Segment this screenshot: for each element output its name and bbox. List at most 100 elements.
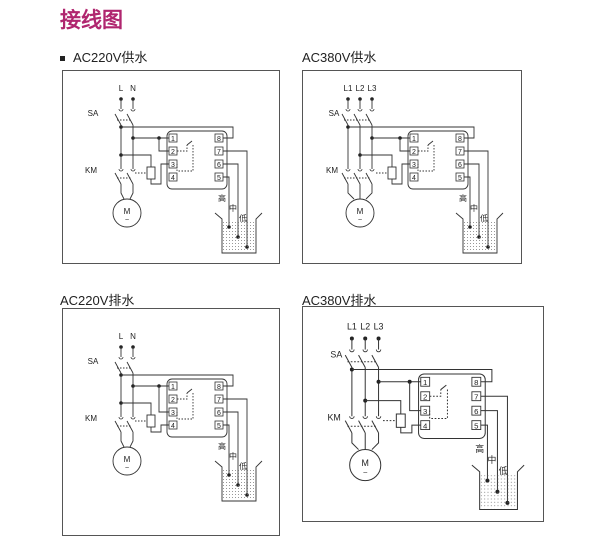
terminal-label-6: 6 bbox=[217, 410, 221, 417]
terminal-4 bbox=[409, 172, 419, 182]
level-label-high: 高 bbox=[218, 193, 226, 203]
motor-icon bbox=[345, 198, 375, 228]
terminal-label-2: 2 bbox=[412, 149, 416, 156]
probe-high-wire bbox=[223, 424, 230, 475]
motor-symbol: ~ bbox=[125, 217, 129, 224]
sa-switch-blade bbox=[365, 113, 373, 126]
water-tank bbox=[471, 464, 525, 511]
km-contact bbox=[118, 416, 124, 420]
level-label-high: 高 bbox=[475, 443, 484, 454]
terminal-label-2: 2 bbox=[171, 149, 175, 156]
switch-contact bbox=[357, 108, 363, 112]
terminal-label-3: 3 bbox=[423, 407, 427, 416]
page-title: 接线图 bbox=[60, 8, 123, 32]
terminal-label-7: 7 bbox=[474, 393, 478, 402]
km-contact-blade bbox=[114, 420, 122, 433]
water bbox=[480, 475, 517, 509]
terminal-label-4: 4 bbox=[412, 175, 416, 182]
coil-return-wire bbox=[150, 424, 169, 433]
terminal-label-3: 3 bbox=[412, 162, 416, 169]
km-contact bbox=[357, 168, 363, 172]
relay-internal bbox=[429, 389, 442, 397]
motor-label: M bbox=[124, 455, 131, 464]
diagram-title-ac380-drain: AC380V排水 bbox=[302, 293, 377, 308]
terminal-label-6: 6 bbox=[458, 162, 462, 169]
sa-label: SA bbox=[88, 109, 99, 118]
terminal-label-7: 7 bbox=[217, 397, 221, 404]
coil-return-wire bbox=[391, 163, 410, 185]
phase-label-0: L bbox=[119, 84, 124, 93]
wire-to-relay bbox=[409, 381, 421, 412]
motor-wire bbox=[129, 432, 134, 448]
sa-switch-blade bbox=[126, 361, 134, 374]
motor-icon bbox=[112, 446, 142, 476]
relay-contact bbox=[440, 384, 447, 390]
motor-icon bbox=[112, 198, 142, 228]
motor-symbol: ~ bbox=[363, 468, 368, 477]
switch-contact bbox=[375, 349, 382, 353]
controller-box bbox=[166, 130, 228, 190]
sa-label: SA bbox=[330, 349, 342, 359]
motor-wire bbox=[371, 432, 380, 450]
terminal-label-8: 8 bbox=[474, 378, 478, 387]
relay-internal bbox=[176, 145, 194, 172]
km-contact bbox=[369, 168, 375, 172]
relay-internal bbox=[177, 145, 188, 152]
terminal-label-3: 3 bbox=[171, 410, 175, 417]
probe-high-wire bbox=[480, 424, 488, 481]
sa-switch-blade bbox=[344, 354, 353, 368]
level-label-low: 低 bbox=[480, 213, 488, 223]
junction-dot bbox=[376, 379, 381, 384]
motor-icon bbox=[349, 449, 382, 482]
probe-high-wire bbox=[223, 176, 230, 227]
km-coil-icon bbox=[146, 166, 156, 180]
motor-symbol: ~ bbox=[358, 217, 362, 224]
probe-low-wire bbox=[480, 395, 508, 503]
terminal-2 bbox=[420, 391, 431, 402]
switch-contact bbox=[130, 108, 136, 112]
terminal-label-2: 2 bbox=[171, 397, 175, 404]
terminal-label-4: 4 bbox=[171, 423, 175, 430]
level-label-mid: 中 bbox=[229, 203, 237, 213]
terminal-label-1: 1 bbox=[423, 378, 427, 387]
diagram-title-ac220-drain: AC220V排水 bbox=[60, 293, 135, 308]
terminal-4 bbox=[168, 172, 178, 182]
phase-label-1: N bbox=[130, 84, 136, 93]
terminal-label-2: 2 bbox=[423, 393, 427, 402]
wire-to-relay bbox=[399, 138, 410, 152]
sa-switch-blade bbox=[114, 361, 122, 374]
junction-dot bbox=[131, 384, 135, 388]
terminal-label-1: 1 bbox=[412, 136, 416, 143]
phase-label-2: L3 bbox=[374, 322, 384, 332]
km-label: KM bbox=[85, 166, 97, 175]
coil-wire bbox=[360, 154, 393, 167]
bus-wire-to-8 bbox=[351, 369, 493, 383]
controller-box bbox=[166, 378, 228, 438]
switch-contact bbox=[118, 356, 124, 360]
terminal-label-4: 4 bbox=[423, 421, 428, 430]
level-label-high: 高 bbox=[459, 193, 467, 203]
phase-label-0: L bbox=[119, 332, 124, 341]
terminal-label-3: 3 bbox=[171, 162, 175, 169]
probe-low-wire bbox=[223, 150, 248, 247]
relay-internal bbox=[417, 145, 435, 172]
terminal-label-6: 6 bbox=[217, 162, 221, 169]
relay-contact bbox=[186, 140, 193, 146]
sa-switch-blade bbox=[371, 354, 379, 368]
terminal-label-8: 8 bbox=[217, 136, 221, 143]
switch-contact bbox=[118, 108, 124, 112]
level-label-low: 低 bbox=[499, 465, 508, 476]
km-contact bbox=[362, 416, 368, 419]
terminal-label-8: 8 bbox=[458, 136, 462, 143]
switch-contact bbox=[369, 108, 375, 112]
level-label-low: 低 bbox=[239, 461, 247, 471]
switch-contact bbox=[345, 108, 351, 112]
bus-wire-to-8 bbox=[121, 374, 234, 387]
km-label: KM bbox=[327, 413, 340, 423]
km-contact-blade bbox=[358, 420, 366, 434]
km-contact-blade bbox=[365, 172, 373, 185]
motor-wire bbox=[351, 432, 359, 450]
